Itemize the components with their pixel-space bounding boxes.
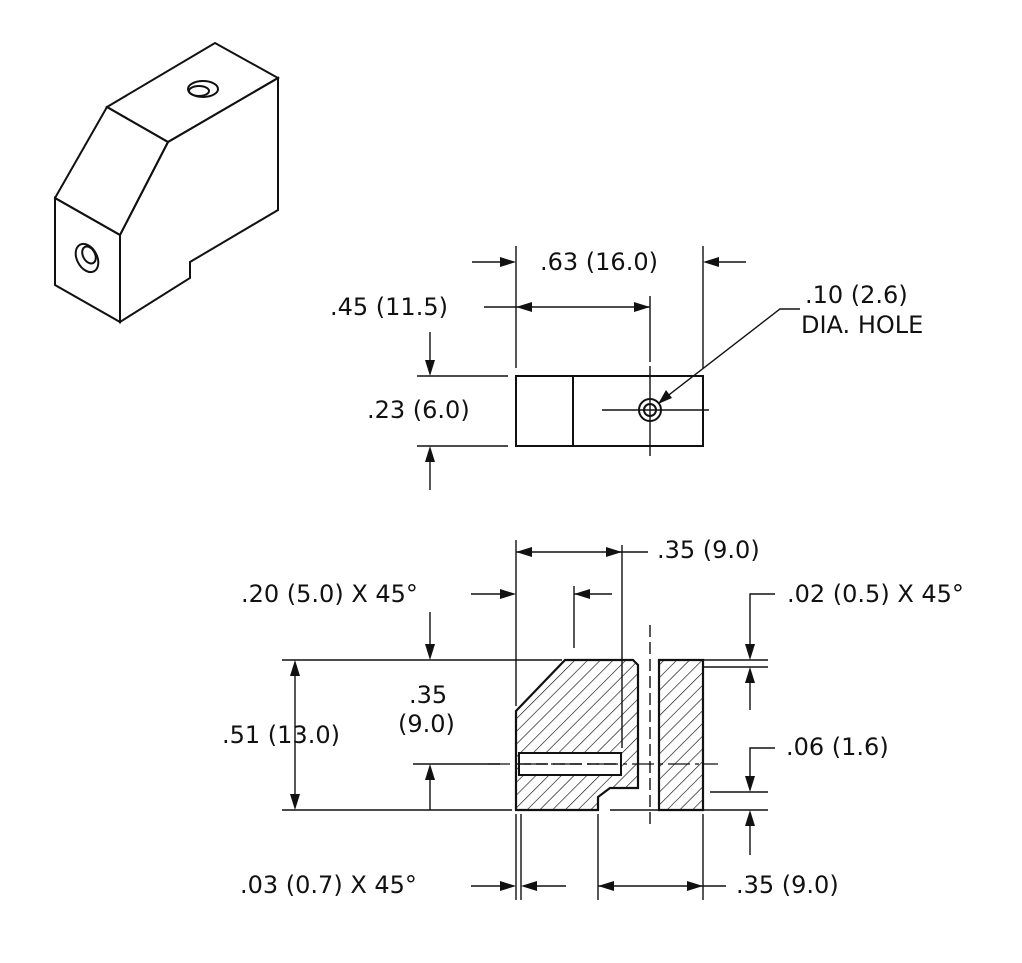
dim-top-width: .63 (16.0) xyxy=(540,248,658,276)
section-view xyxy=(282,540,775,900)
dim-step-width: .35 (9.0) xyxy=(736,871,839,899)
dim-hole-size: .10 (2.6) xyxy=(805,281,908,309)
section-left xyxy=(514,658,640,812)
dim-chamfer-small-bottom: .03 (0.7) X 45° xyxy=(240,871,417,899)
dim-hole-offset: .45 (11.5) xyxy=(330,293,448,321)
dim-total-height: .51 (13.0) xyxy=(222,721,340,749)
top-view xyxy=(417,246,800,490)
dim-chamfer-large: .20 (5.0) X 45° xyxy=(241,580,418,608)
dim-slot-width: .35 (9.0) xyxy=(657,536,760,564)
dim-hole-note: DIA. HOLE xyxy=(801,311,923,339)
dim-chamfer-small-top: .02 (0.5) X 45° xyxy=(787,580,964,608)
dim-hole-height: .35 xyxy=(409,681,447,709)
iso-side-hole-icon xyxy=(74,242,100,274)
dimension-labels: .63 (16.0) .45 (11.5) .10 (2.6) DIA. HOL… xyxy=(222,248,964,899)
dim-step-height: .06 (1.6) xyxy=(786,733,889,761)
isometric-view xyxy=(53,41,281,324)
dim-hole-height-metric: (9.0) xyxy=(398,710,455,738)
iso-top-hole-icon xyxy=(187,80,219,98)
section-right xyxy=(657,658,705,812)
dim-top-depth: .23 (6.0) xyxy=(367,396,470,424)
